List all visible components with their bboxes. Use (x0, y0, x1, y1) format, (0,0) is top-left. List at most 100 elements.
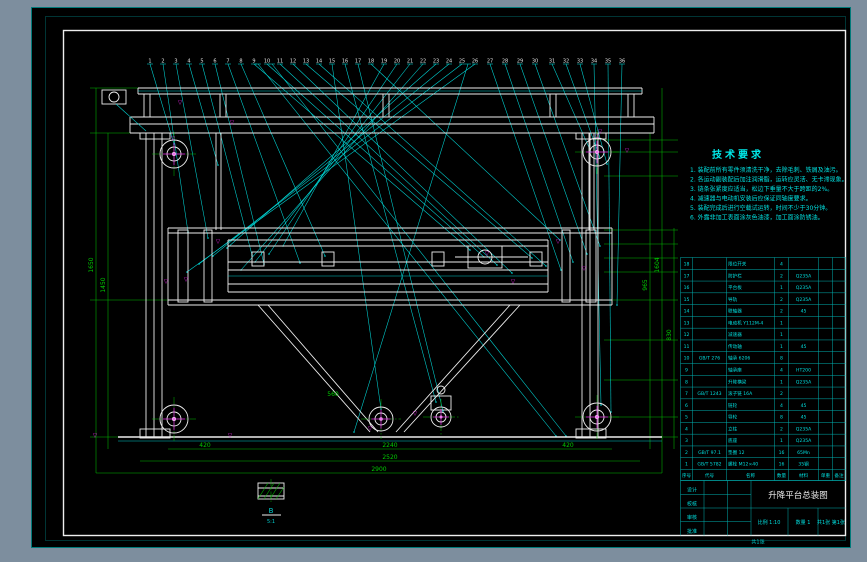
dimension-text: 2900 (371, 466, 386, 473)
surface-finish-symbol: ▽ (582, 266, 587, 272)
bom-cell: 升降横梁 (728, 378, 747, 385)
leader-line (607, 63, 612, 413)
surface-finish-symbol: ▽ (171, 136, 176, 142)
dimension-text: 420 (199, 442, 211, 449)
leader-line (188, 63, 219, 166)
bom-cell: Q235A (796, 297, 812, 303)
bom-cell: 立柱 (728, 425, 738, 432)
bom-cell: 17 (684, 273, 690, 279)
tech-requirement-line: 5. 装配完成后进行空载试运转，时间不少于30分钟。 (690, 204, 831, 212)
bom-cell: GB/T 97.1 (698, 450, 721, 456)
leader-line (175, 63, 209, 239)
sheet-note: 共1张 (751, 539, 764, 546)
leader-dot (572, 261, 574, 263)
leader-dot (560, 269, 562, 271)
part-number: 13 (303, 59, 309, 65)
part-number: 18 (368, 59, 374, 65)
part-number: 28 (502, 59, 508, 65)
part-number: 1 (148, 59, 151, 65)
part-number: 9 (252, 59, 255, 65)
bom-cell: Q235A (796, 438, 812, 444)
bom-cell: 8 (780, 356, 783, 362)
bom-cell: Q235A (796, 285, 812, 291)
bom-cell: 16 (684, 285, 690, 291)
bom-header-cell: 序号 (682, 472, 692, 479)
leader-line (551, 63, 592, 153)
bom-cell: 2 (780, 273, 783, 279)
leader-line (353, 63, 469, 433)
leader-dot (469, 249, 471, 251)
bom-cell: 导轮 (728, 414, 738, 421)
bom-cell: 轴承 6206 (728, 355, 750, 362)
title-block-qty: 数量 1 (796, 519, 811, 526)
wheel-outer (159, 139, 189, 169)
leader-line (198, 63, 463, 265)
bom-cell: 8 (685, 379, 688, 385)
bom-cell: 45 (801, 403, 807, 409)
leader-dot (606, 163, 608, 165)
part-number: 3 (174, 59, 177, 65)
leader-line (214, 63, 265, 265)
bom-cell: 6 (685, 403, 688, 409)
leader-dot (217, 164, 219, 166)
bom-cell: 4 (780, 403, 783, 409)
surface-finish-symbol: ▽ (164, 279, 169, 285)
part-number: 5 (200, 59, 203, 65)
leader-dot (559, 239, 561, 241)
leader-dot (616, 304, 618, 306)
bom-cell: 45 (801, 344, 807, 350)
wheel-assemblies (152, 130, 619, 441)
bom-cell: 螺栓 M12×40 (728, 461, 758, 468)
part-number: 30 (532, 59, 538, 65)
part-number: 17 (355, 59, 361, 65)
part-number: 31 (549, 59, 555, 65)
bom-cell: 4 (685, 426, 688, 432)
title-block-designer: 设计 (687, 487, 697, 494)
tech-requirement-line: 2. 各运动副装配后加注润滑脂，运转应灵活、无卡滞现象。 (690, 176, 848, 184)
wheel-outer (582, 137, 612, 167)
leader-line (305, 63, 533, 259)
canvas-border (31, 7, 851, 548)
bom-cell: Q235A (796, 426, 812, 432)
technical-requirements: 技术要求 (712, 148, 761, 161)
bom-cell: 轴承座 (728, 366, 742, 373)
leader-line (279, 63, 498, 266)
leader-line (254, 63, 411, 263)
wheel-outer (430, 406, 452, 428)
leader-line (318, 63, 547, 267)
bom-cell: 链轮 (728, 402, 738, 409)
part-number: 26 (472, 59, 478, 65)
leader-dot (442, 410, 444, 412)
leader-dot (531, 257, 533, 259)
dimension-text: 1650 (88, 257, 95, 272)
bom-header-cell: 名称 (746, 472, 756, 479)
bom-cell: 平台板 (728, 284, 742, 291)
dimension-lines (90, 87, 675, 474)
leader-line (240, 63, 326, 257)
bom-cell: 65Mn (797, 450, 810, 456)
dimension-text: 965 (642, 279, 649, 291)
surface-finish-symbol: ▽ (184, 277, 189, 283)
part-number: 14 (316, 59, 322, 65)
leader-dot (545, 265, 547, 267)
bom-cell: 2 (780, 426, 783, 432)
bom-cell: Q235A (796, 379, 812, 385)
surface-finish-symbol: ▽ (178, 100, 183, 106)
wheel-outer (159, 404, 189, 434)
bom-cell: 5 (685, 415, 688, 421)
part-number: 16 (342, 59, 348, 65)
dimension-text: 2240 (382, 442, 397, 449)
bom-cell: 1 (780, 332, 783, 338)
bom-cell: 传动轴 (728, 343, 742, 350)
title-block: 设计 校核 审核 批准 升降平台总装图 比例 1:10 数量 1 共1张 第1张 (680, 480, 846, 536)
leader-dot (511, 272, 513, 274)
detail-view-b: B 5:1 (257, 479, 285, 525)
leader-dot (268, 253, 270, 255)
leader-line (268, 63, 398, 255)
dimension-text: 560 (327, 391, 339, 398)
bom-cell: 1 (685, 462, 688, 468)
bom-cell: 防护栏 (728, 272, 742, 279)
dimension-text: 2520 (382, 454, 397, 461)
bom-cell: 3 (685, 438, 688, 444)
